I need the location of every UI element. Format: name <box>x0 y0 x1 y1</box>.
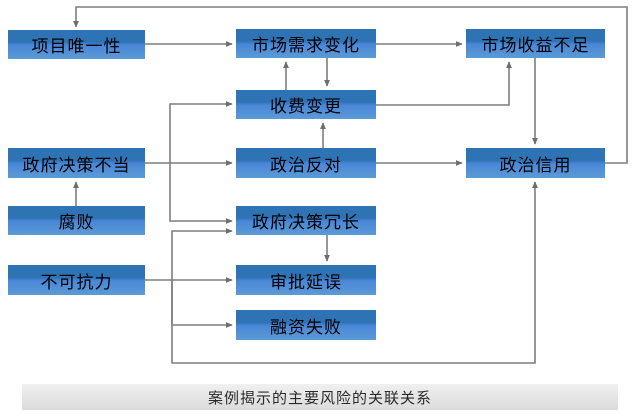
edge-zhengfujuecebudang-to-shoufeibiangeng <box>169 101 233 163</box>
node-label: 市场需求变化 <box>252 36 360 55</box>
node-label: 项目唯一性 <box>31 37 122 56</box>
node-rongzishibai[interactable]: 融资失败 <box>236 310 376 340</box>
node-label: 腐败 <box>58 213 95 232</box>
node-shenpiyanwu[interactable]: 审批延误 <box>236 265 376 295</box>
edge-bukekangli-to-rongzishibai <box>171 280 233 328</box>
figure-caption-text: 案例揭示的主要风险的关联关系 <box>207 389 432 407</box>
node-label: 收费变更 <box>270 97 342 116</box>
node-label: 政治信用 <box>499 155 572 175</box>
edge-zhengfujuecebudang-to-zhengfujueceronchang <box>169 163 233 224</box>
edge-shoufeibiangeng-to-shichangshouyi <box>376 61 512 106</box>
edge-bottom-feedback-to-zhengzhixinyong <box>171 181 538 364</box>
node-label: 政府决策不当 <box>22 155 131 175</box>
node-label: 审批延误 <box>270 272 342 292</box>
node-label: 市场收益不足 <box>481 36 590 55</box>
edge-zhengzhixinyong-to-xiangmuweiyixing <box>73 6 628 164</box>
edge-bukekangli-to-zhengfujueceronchang <box>171 228 233 280</box>
node-zhengfujueceronchang[interactable]: 政府决策冗长 <box>236 206 376 235</box>
node-zhengzhixinyong[interactable]: 政治信用 <box>466 148 605 178</box>
node-shichangxuqiubianhua[interactable]: 市场需求变化 <box>236 29 376 58</box>
node-bukekangli[interactable]: 不可抗力 <box>8 265 145 295</box>
node-label: 融资失败 <box>270 317 342 337</box>
node-zhengfujuecebudang[interactable]: 政府决策不当 <box>8 148 145 178</box>
node-xiangmuweiyixing[interactable]: 项目唯一性 <box>8 30 145 59</box>
node-label: 不可抗力 <box>40 272 113 292</box>
node-shichangshouyibuzu[interactable]: 市场收益不足 <box>466 29 605 58</box>
node-label: 政府决策冗长 <box>252 213 360 232</box>
node-shoufeibiangeng[interactable]: 收费变更 <box>236 90 376 119</box>
node-fubai[interactable]: 腐败 <box>8 206 145 235</box>
node-zhengzhifandui[interactable]: 政治反对 <box>236 148 376 178</box>
node-label: 政治反对 <box>270 155 342 175</box>
edge-group <box>73 6 628 364</box>
figure-caption: 案例揭示的主要风险的关联关系 <box>22 384 618 410</box>
